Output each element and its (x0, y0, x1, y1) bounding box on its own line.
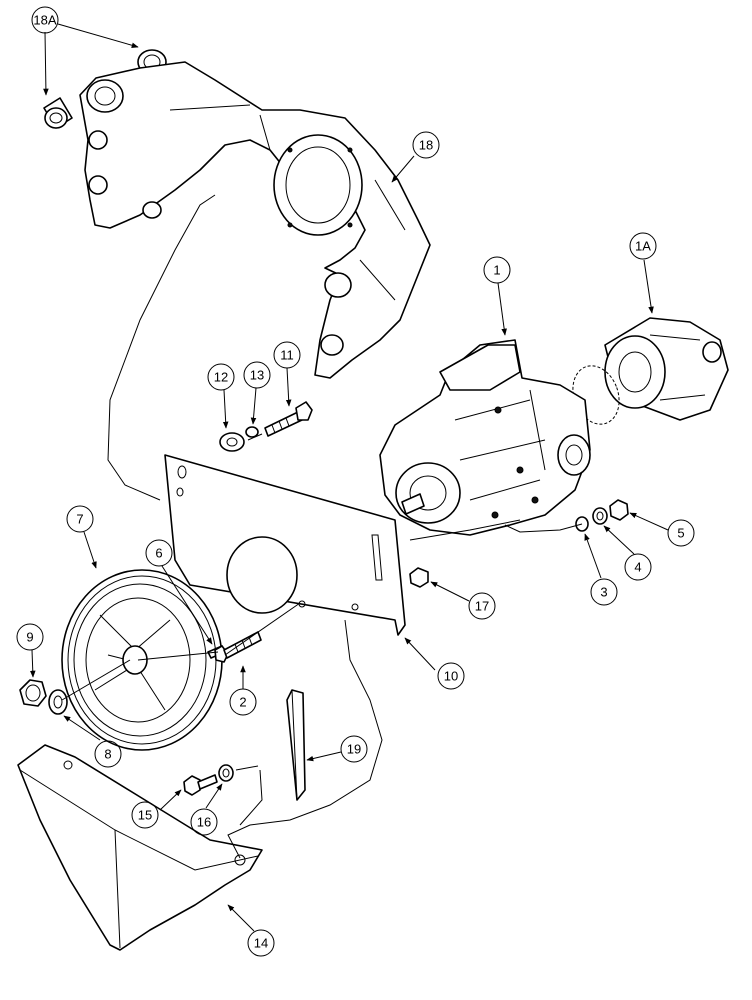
mounting-bracket-18 (79, 61, 431, 379)
svg-text:4: 4 (634, 560, 641, 575)
callout-8: 8 (94, 740, 122, 768)
svg-text:9: 9 (26, 630, 33, 645)
assembly-lines (61, 194, 583, 859)
svg-text:3: 3 (600, 585, 607, 600)
lockwasher-13 (245, 426, 259, 438)
belt-guard-14 (17, 744, 263, 951)
callout-1a: 1A (629, 232, 657, 260)
callout-3: 3 (590, 578, 618, 606)
svg-text:2: 2 (239, 695, 246, 710)
lockwasher-4 (592, 507, 608, 525)
svg-text:17: 17 (475, 599, 489, 614)
svg-text:1A: 1A (635, 239, 651, 254)
svg-text:12: 12 (214, 370, 228, 385)
nut-17 (409, 567, 429, 588)
svg-text:8: 8 (104, 747, 111, 762)
svg-text:5: 5 (677, 526, 684, 541)
callout-14: 14 (247, 929, 275, 957)
callout-13: 13 (243, 361, 271, 389)
svg-text:13: 13 (250, 368, 264, 383)
callout-17: 17 (468, 592, 496, 620)
svg-text:6: 6 (155, 546, 162, 561)
callout-16: 16 (190, 808, 218, 836)
bolt-2 (214, 631, 262, 663)
callout-4: 4 (624, 553, 652, 581)
callout-5: 5 (667, 519, 695, 547)
washer-16 (218, 764, 234, 782)
callout-2: 2 (229, 688, 257, 716)
svg-text:7: 7 (76, 512, 83, 527)
callout-18a: 18A (31, 6, 59, 34)
svg-text:10: 10 (444, 669, 458, 684)
callout-10: 10 (437, 662, 465, 690)
bolt-15 (183, 774, 218, 796)
pump-adapter-1a (604, 317, 729, 421)
svg-text:19: 19 (347, 742, 361, 757)
svg-text:16: 16 (197, 815, 211, 830)
callout-15: 15 (131, 801, 159, 829)
leader-arrows (29, 23, 669, 932)
strip-19 (286, 689, 306, 801)
callout-7: 7 (66, 505, 94, 533)
callout-6: 6 (145, 539, 173, 567)
svg-text:14: 14 (254, 936, 268, 951)
nut-5 (609, 499, 629, 521)
hydraulic-pump-1 (379, 339, 591, 536)
bushing-18a-lower (43, 97, 73, 129)
svg-text:1: 1 (493, 263, 500, 278)
bolt-11 (264, 401, 313, 437)
svg-text:18: 18 (419, 138, 433, 153)
washer-12 (219, 432, 245, 452)
nut-9 (19, 679, 47, 707)
svg-text:11: 11 (280, 348, 294, 363)
svg-text:15: 15 (138, 808, 152, 823)
callout-19: 19 (340, 735, 368, 763)
washer-8 (48, 689, 68, 715)
svg-text:18A: 18A (33, 13, 56, 28)
callout-11: 11 (273, 341, 301, 369)
mounting-plate-10 (164, 454, 406, 636)
callout-12: 12 (207, 363, 235, 391)
callout-1: 1 (483, 256, 511, 284)
callout-18: 18 (412, 131, 440, 159)
callout-9: 9 (16, 623, 44, 651)
